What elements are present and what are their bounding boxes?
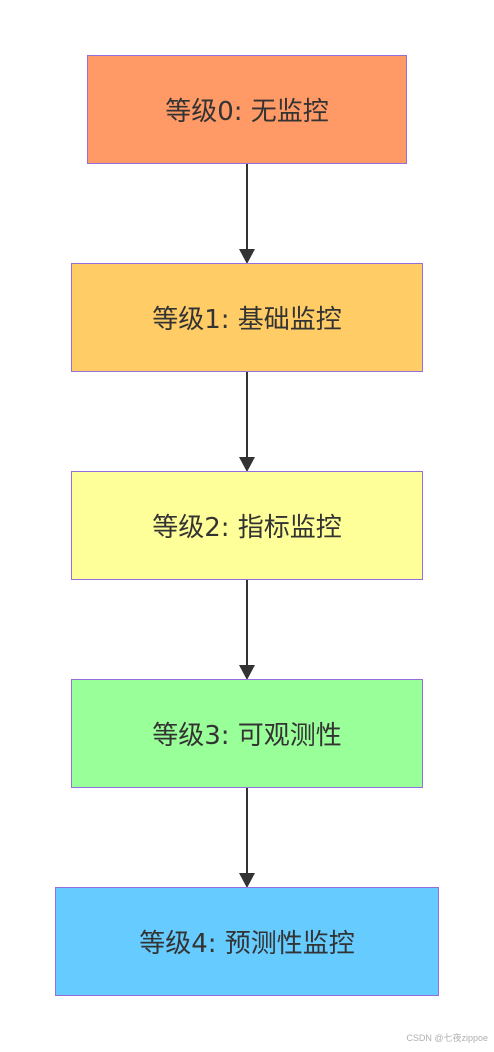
node-level-0: 等级0: 无监控 xyxy=(87,55,407,164)
arrow-head xyxy=(239,457,255,472)
node-level-1: 等级1: 基础监控 xyxy=(71,263,423,372)
edge-0-1 xyxy=(239,164,255,264)
node-label: 等级3: 可观测性 xyxy=(152,721,342,751)
node-level-3: 等级3: 可观测性 xyxy=(71,679,423,788)
watermark: CSDN @七夜zippoe xyxy=(406,1033,488,1043)
node-label: 等级1: 基础监控 xyxy=(152,305,342,335)
edge-2-3 xyxy=(239,580,255,680)
node-level-4: 等级4: 预测性监控 xyxy=(55,887,439,996)
edge-1-2 xyxy=(239,372,255,472)
arrow-head xyxy=(239,249,255,264)
edge-3-4 xyxy=(239,788,255,888)
arrow-head xyxy=(239,873,255,888)
node-label: 等级2: 指标监控 xyxy=(152,513,342,543)
node-label: 等级4: 预测性监控 xyxy=(139,929,355,959)
arrow-head xyxy=(239,665,255,680)
node-label: 等级0: 无监控 xyxy=(165,97,329,127)
node-level-2: 等级2: 指标监控 xyxy=(71,471,423,580)
